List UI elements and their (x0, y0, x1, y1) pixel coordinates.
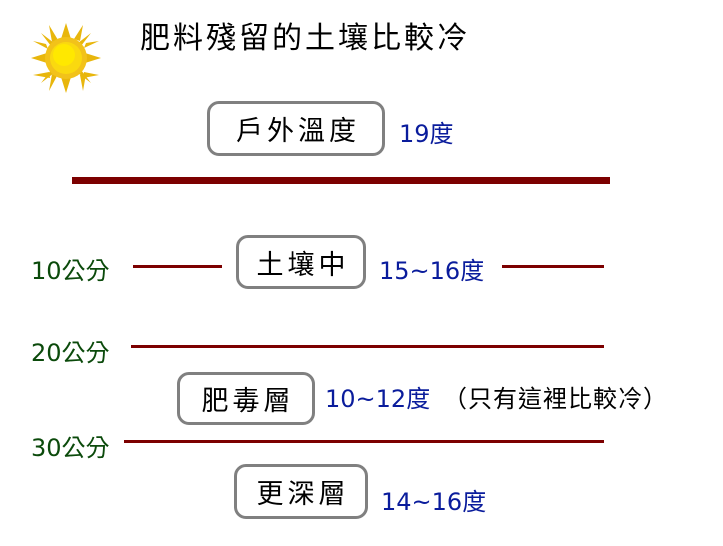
temperature-deeper: 14~16度 (381, 488, 487, 516)
temperature-toxic: 10~12度 (325, 385, 431, 413)
ground-surface-line (72, 177, 610, 184)
depth-marker-10cm: 10公分 (31, 257, 110, 285)
layer-box-deeper[interactable]: 更深層 (234, 464, 368, 519)
depth-marker-20cm: 20公分 (31, 339, 110, 367)
depth-line-10cm-right (502, 265, 604, 268)
layer-box-soil[interactable]: 土壤中 (236, 235, 366, 289)
depth-line-10cm-left (133, 265, 222, 268)
temperature-outdoor: 19度 (399, 120, 454, 148)
depth-line-30cm (124, 440, 604, 443)
page-title: 肥料殘留的土壤比較冷 (140, 21, 470, 56)
depth-line-20cm (131, 345, 604, 348)
temperature-soil: 15~16度 (379, 257, 485, 285)
layer-box-toxic[interactable]: 肥毒層 (177, 372, 315, 425)
note-toxic-layer: （只有這裡比較冷） (443, 385, 668, 413)
layer-box-outdoor[interactable]: 戶外溫度 (207, 101, 385, 156)
depth-marker-30cm: 30公分 (31, 434, 110, 462)
sun-icon (30, 22, 102, 94)
